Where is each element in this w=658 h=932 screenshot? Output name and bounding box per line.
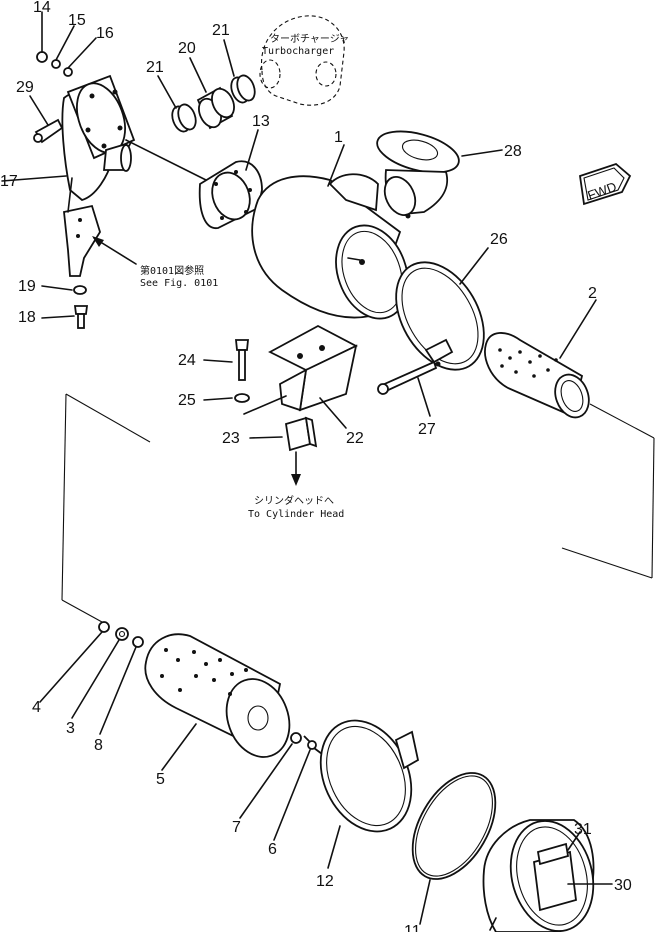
clamp-21-left (171, 103, 197, 133)
dust-cover-30 (482, 819, 595, 932)
turbocharger-jp-label: ターボチャージャ (270, 33, 349, 45)
gasket-13 (198, 160, 263, 229)
callout-30: 30 (614, 877, 632, 894)
callout-14: 14 (33, 0, 51, 16)
primary-element-5 (144, 633, 291, 758)
callout-8: 8 (94, 737, 103, 754)
callout-31: 31 (574, 821, 592, 838)
callout-6: 6 (268, 841, 277, 858)
see-fig-jp-label: 第0101図参照 (140, 264, 204, 277)
callout-22: 22 (346, 430, 364, 447)
sensor-29 (33, 118, 64, 144)
callout-17: 17 (0, 173, 18, 190)
o-ring-11 (411, 772, 497, 880)
callout-13: 13 (252, 113, 270, 130)
callout-2: 2 (588, 285, 597, 302)
callout-24: 24 (178, 352, 196, 369)
safety-element-2 (484, 332, 590, 419)
callout-3: 3 (66, 720, 75, 737)
washer-7 (290, 732, 302, 744)
callout-20: 20 (178, 40, 196, 57)
nut-3 (115, 627, 129, 641)
washer-25 (234, 393, 250, 403)
callout-11: 11 (404, 923, 421, 932)
cylinder-head-en-label: To Cylinder Head (248, 509, 344, 520)
nut-4 (98, 621, 110, 633)
callout-15: 15 (68, 12, 86, 29)
air-cleaner-body-1 (251, 173, 409, 320)
block-23 (284, 416, 318, 452)
turbocharger-en-label: Turbocharger (262, 46, 334, 57)
washer-16 (63, 67, 73, 77)
callout-7: 7 (232, 819, 241, 836)
cylinder-head-jp-label: シリンダヘッドへ (254, 494, 334, 507)
callout-1: 1 (334, 129, 343, 146)
see-fig-en-label: See Fig. 0101 (140, 278, 218, 289)
callout-12: 12 (316, 873, 334, 890)
callout-16: 16 (96, 25, 114, 42)
inlet-elbow-17 (61, 74, 136, 201)
callout-18: 18 (18, 309, 36, 326)
bracket-22 (268, 324, 359, 412)
callout-5: 5 (156, 771, 165, 788)
washer-19 (73, 285, 87, 295)
hose-20 (196, 86, 235, 130)
bracket-17 (63, 204, 101, 277)
bolt-18 (73, 305, 89, 329)
callout-26: 26 (490, 231, 508, 248)
wing-nut-6 (303, 735, 323, 755)
turbocharger-outline (259, 15, 345, 106)
bolt-24 (235, 339, 249, 381)
clamp-band-12 (319, 719, 420, 833)
callout-28: 28 (504, 143, 522, 160)
clamp-21-right (230, 74, 256, 104)
washer-8 (132, 636, 144, 648)
fwd-arrow-sign (579, 162, 632, 206)
callout-29: 29 (16, 79, 34, 96)
elbow-28 (376, 130, 460, 219)
callout-23: 23 (222, 430, 240, 447)
callout-25: 25 (178, 392, 196, 409)
nut-14 (36, 51, 48, 63)
callout-21-left: 21 (146, 59, 164, 76)
bolt-27 (377, 360, 438, 395)
callout-27: 27 (418, 421, 436, 438)
callout-4: 4 (32, 699, 41, 716)
callout-19: 19 (18, 278, 36, 295)
callout-21-right: 21 (212, 22, 230, 39)
mounting-band-26 (395, 261, 485, 371)
washer-15 (51, 59, 61, 69)
